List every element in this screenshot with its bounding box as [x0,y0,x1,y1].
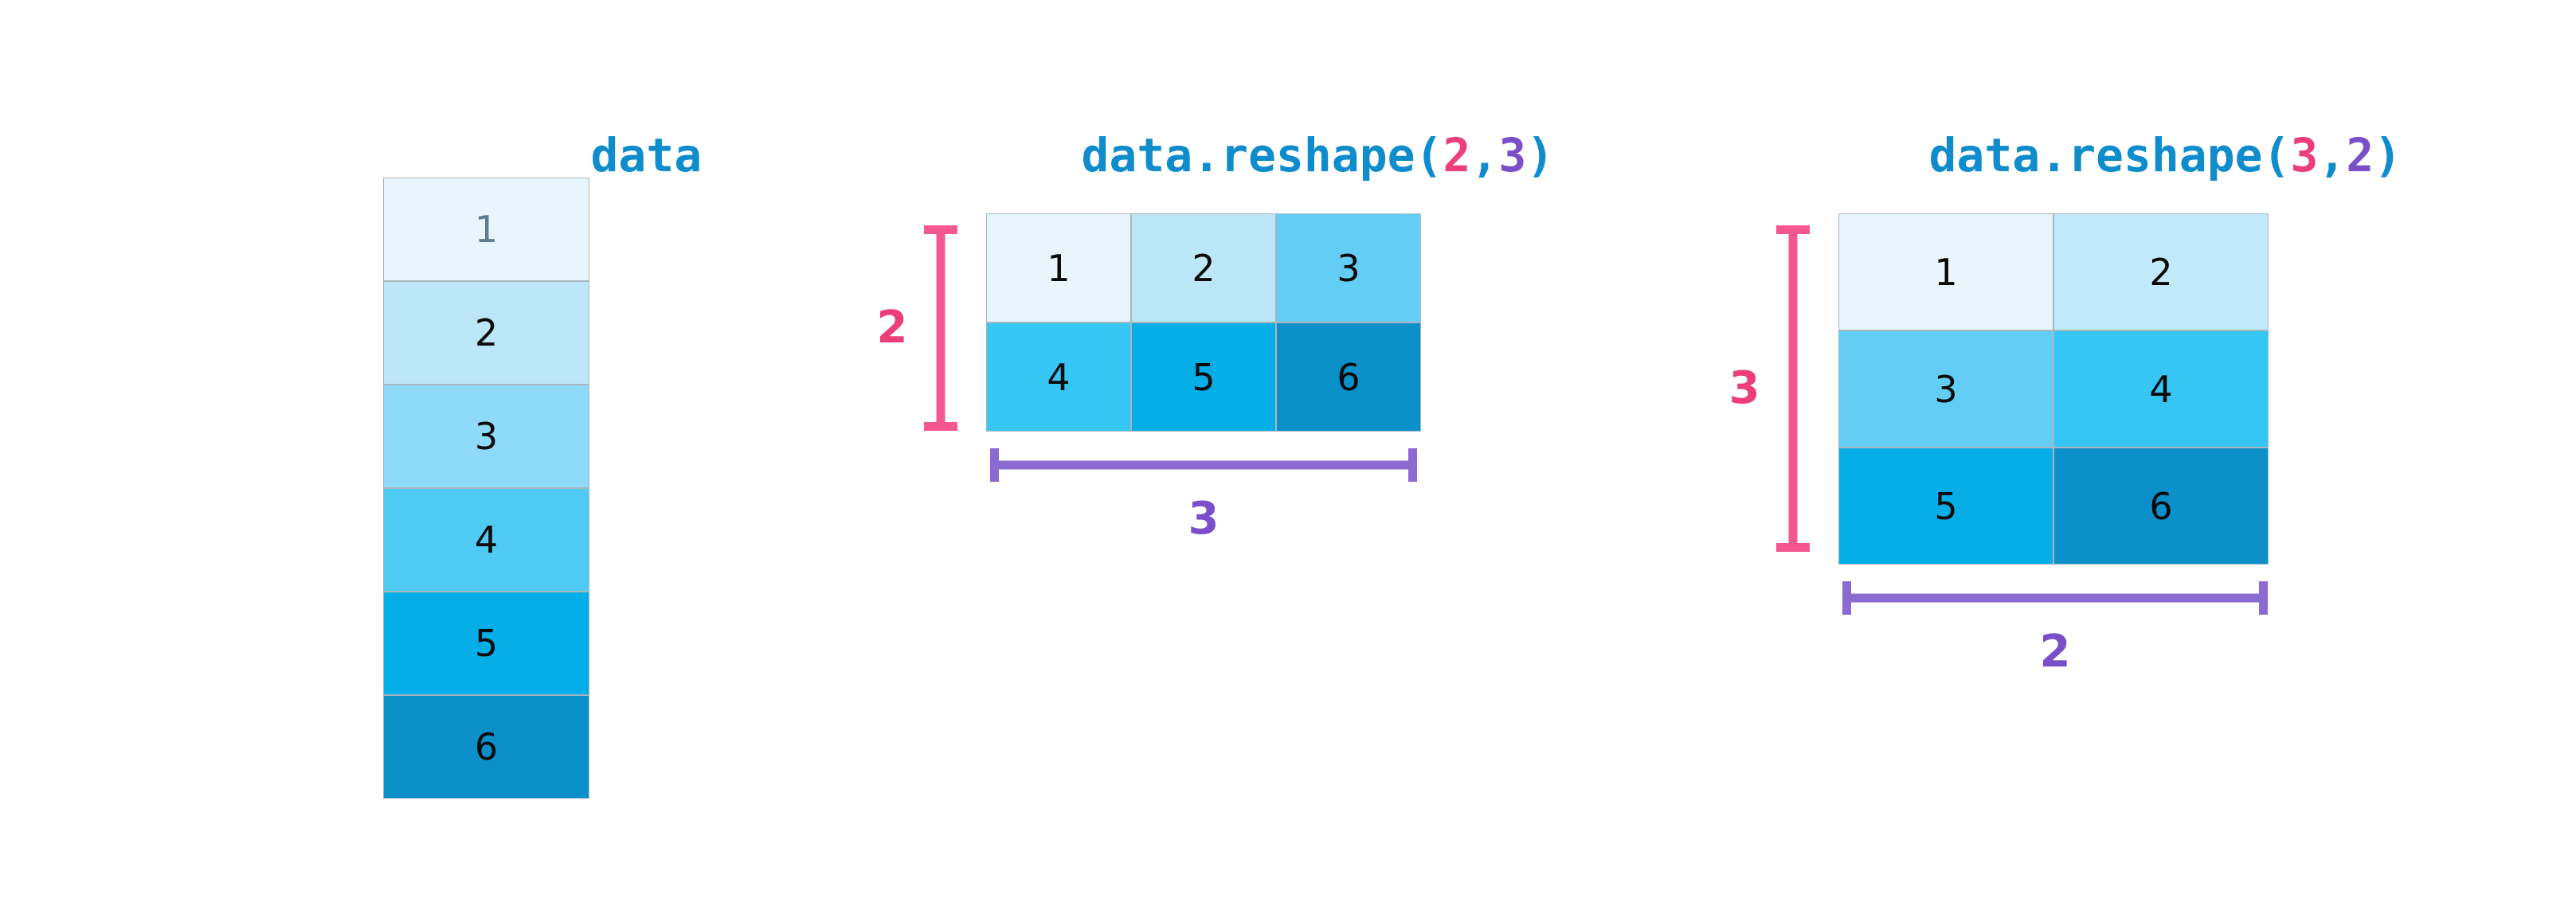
bracket-cap-right [2259,581,2268,615]
cols-bracket-3 [990,448,1417,482]
figure-title-data: data [424,86,703,225]
cell-value: 2 [474,311,499,354]
cell-value: 3 [1934,367,1958,411]
cell-r0c1: 2 [2053,213,2269,330]
cols-bracket-2 [1842,581,2268,615]
cell-value: 1 [474,208,499,251]
bracket-cap-left [990,448,999,482]
cell-value: 4 [474,518,499,561]
cell-value: 1 [1047,246,1071,290]
cell-value: 6 [474,725,499,768]
title-cols-arg: 2 [2346,128,2374,182]
cell-r0c0: 1 [1838,213,2053,330]
bracket-bar [990,460,1417,470]
cell-value: 4 [2149,367,2173,411]
rows-dim-label-3: 3 [1722,365,1767,412]
dim-value: 3 [1188,493,1219,545]
cell-value: 1 [1934,250,1958,294]
cell-data-2: 3 [383,385,589,488]
cell-r0c0: 1 [986,213,1131,322]
cell-data-3: 4 [383,488,589,592]
cell-value: 3 [474,415,499,458]
cell-value: 3 [1337,246,1360,290]
cell-value: 2 [2149,250,2173,294]
title-paren-close: ) [2374,128,2402,182]
cols-dim-label-3: 3 [1181,495,1226,543]
bracket-cap-top [1776,225,1810,234]
cell-value: 2 [1192,246,1216,290]
bracket-cap-left [1842,581,1851,615]
cell-value: 4 [1047,355,1071,399]
bracket-cap-right [1408,448,1417,482]
cols-dim-label-2: 2 [2033,628,2077,676]
title-prefix: data [590,128,703,182]
cell-r0c2: 3 [1276,213,1421,322]
bracket-bar [1842,593,2268,603]
bracket-cap-bottom [924,422,957,431]
cell-data-1: 2 [383,281,589,385]
cell-r2c0: 5 [1838,448,2053,565]
rows-bracket-3 [1776,225,1810,552]
cell-r1c1: 5 [1131,322,1276,432]
title-prefix: data.reshape [1928,128,2263,182]
title-prefix: data.reshape [1081,128,1415,182]
cell-r0c1: 2 [1131,213,1276,322]
bracket-cap-top [924,225,957,234]
bracket-bar [936,225,945,431]
dim-value: 3 [1728,362,1760,414]
cell-data-4: 5 [383,592,589,695]
cell-r1c1: 4 [2053,330,2269,448]
cell-r1c0: 3 [1838,330,2053,448]
bracket-cap-bottom [1776,543,1810,552]
rows-bracket-2 [924,225,957,431]
figure-title-reshape-2-3: data.reshape(2,3) [914,86,1555,225]
cell-r1c2: 6 [1276,322,1421,432]
rows-dim-label-2: 2 [870,304,914,352]
title-comma: , [1470,128,1499,182]
cell-value: 6 [2149,484,2173,528]
title-rows-arg: 2 [1443,128,1471,182]
cell-value: 5 [1192,355,1216,399]
title-paren-close: ) [1526,128,1555,182]
title-rows-arg: 3 [2290,128,2319,182]
title-paren-open: ( [2262,128,2291,182]
cell-r1c0: 4 [986,322,1131,432]
dim-value: 2 [2039,626,2071,678]
cell-value: 5 [474,622,499,665]
figure-title-reshape-3-2: data.reshape(3,2) [1762,86,2402,225]
cell-data-5: 6 [383,695,589,799]
title-cols-arg: 3 [1498,128,1527,182]
cell-value: 6 [1337,355,1360,399]
cell-data-0: 1 [383,178,589,281]
title-paren-open: ( [1415,128,1443,182]
bracket-bar [1788,225,1798,552]
cell-value: 5 [1934,484,1958,528]
dim-value: 2 [876,302,908,354]
title-comma: , [2318,128,2347,182]
cell-r2c1: 6 [2053,448,2269,565]
